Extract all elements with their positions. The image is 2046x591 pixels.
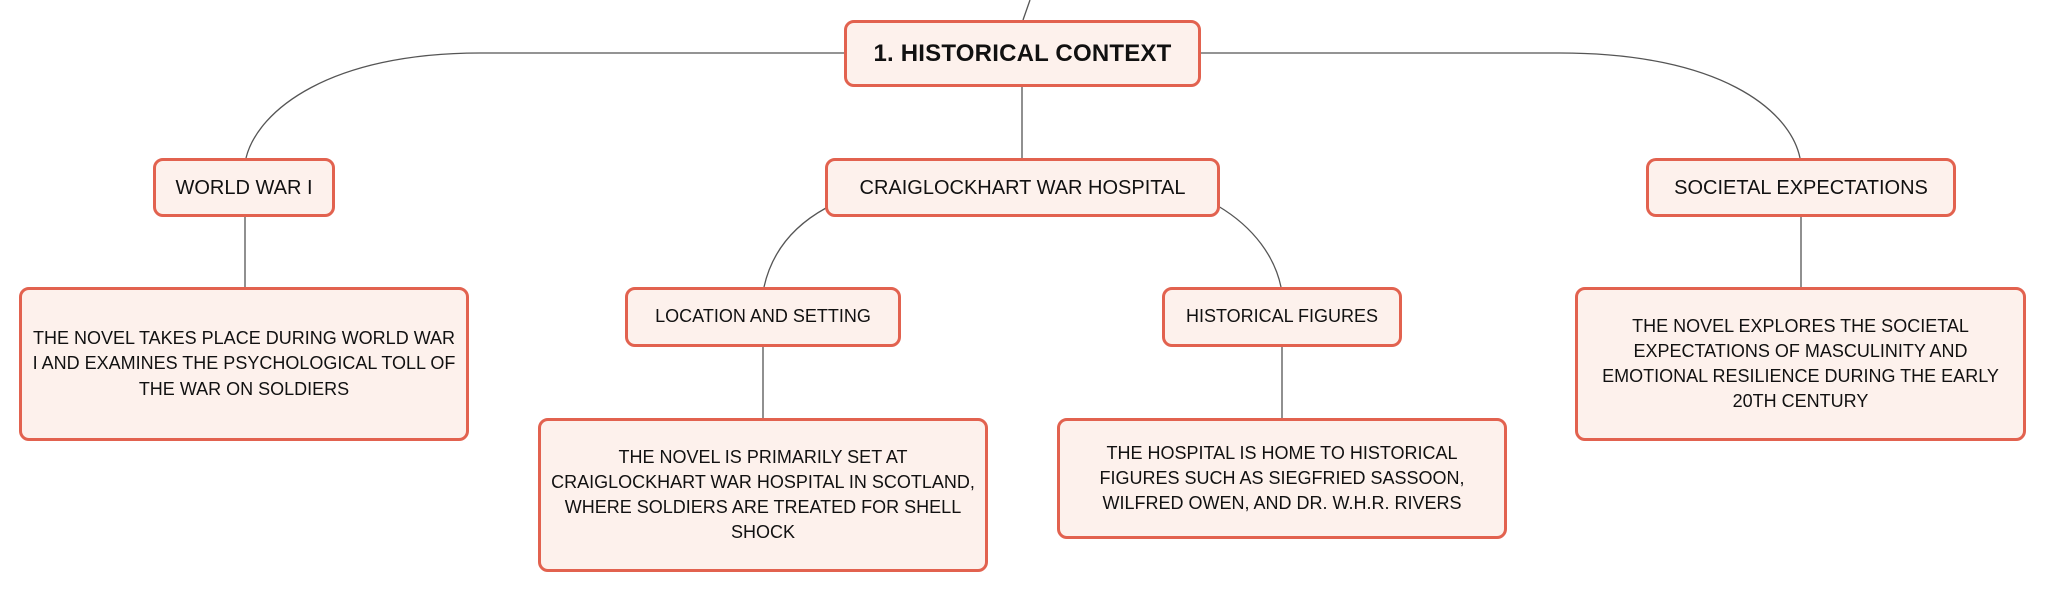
detail-text-societal: THE NOVEL EXPLORES THE SOCIETAL EXPECTAT… (1602, 315, 1999, 412)
detail-node-figures[interactable]: THE HOSPITAL IS HOME TO HISTORICAL FIGUR… (1057, 418, 1507, 539)
connector-root-to-world-war-i (245, 52, 844, 159)
subtopic-node-location-setting[interactable]: LOCATION AND SETTING (625, 287, 901, 347)
subtopic-label-figures: HISTORICAL FIGURES (1185, 306, 1379, 327)
topic-label-societal: SOCIETAL EXPECTATIONS (1674, 176, 1928, 199)
subtopic-node-historical-figures[interactable]: HISTORICAL FIGURES (1162, 287, 1402, 347)
topic-label-craiglockhart: CRAIGLOCKHART WAR HOSPITAL (859, 176, 1186, 199)
topic-node-craiglockhart[interactable]: CRAIGLOCKHART WAR HOSPITAL (825, 158, 1220, 217)
subtopic-label-location: LOCATION AND SETTING (655, 306, 871, 327)
topic-node-world-war-i[interactable]: WORLD WAR I (153, 158, 335, 217)
connector-root-to-societal (1200, 52, 1801, 159)
topic-node-societal-expectations[interactable]: SOCIETAL EXPECTATIONS (1646, 158, 1956, 217)
detail-text-location: THE NOVEL IS PRIMARILY SET AT CRAIGLOCKH… (551, 446, 975, 543)
connector-craiglockhart-to-location (763, 207, 827, 288)
detail-text-world-war-i: THE NOVEL TAKES PLACE DURING WORLD WAR I… (32, 328, 456, 399)
root-node-historical-context[interactable]: 1. HISTORICAL CONTEXT (844, 20, 1201, 87)
connector-craiglockhart-to-figures (1217, 205, 1282, 288)
detail-node-societal[interactable]: THE NOVEL EXPLORES THE SOCIETAL EXPECTAT… (1575, 287, 2026, 441)
detail-node-location[interactable]: THE NOVEL IS PRIMARILY SET AT CRAIGLOCKH… (538, 418, 988, 572)
detail-node-world-war-i[interactable]: THE NOVEL TAKES PLACE DURING WORLD WAR I… (19, 287, 469, 441)
root-node-label: 1. HISTORICAL CONTEXT (873, 39, 1172, 67)
detail-text-figures: THE HOSPITAL IS HOME TO HISTORICAL FIGUR… (1099, 442, 1465, 514)
topic-label-world-war-i: WORLD WAR I (175, 176, 313, 199)
connector-parent-to-root (1022, 0, 1031, 21)
